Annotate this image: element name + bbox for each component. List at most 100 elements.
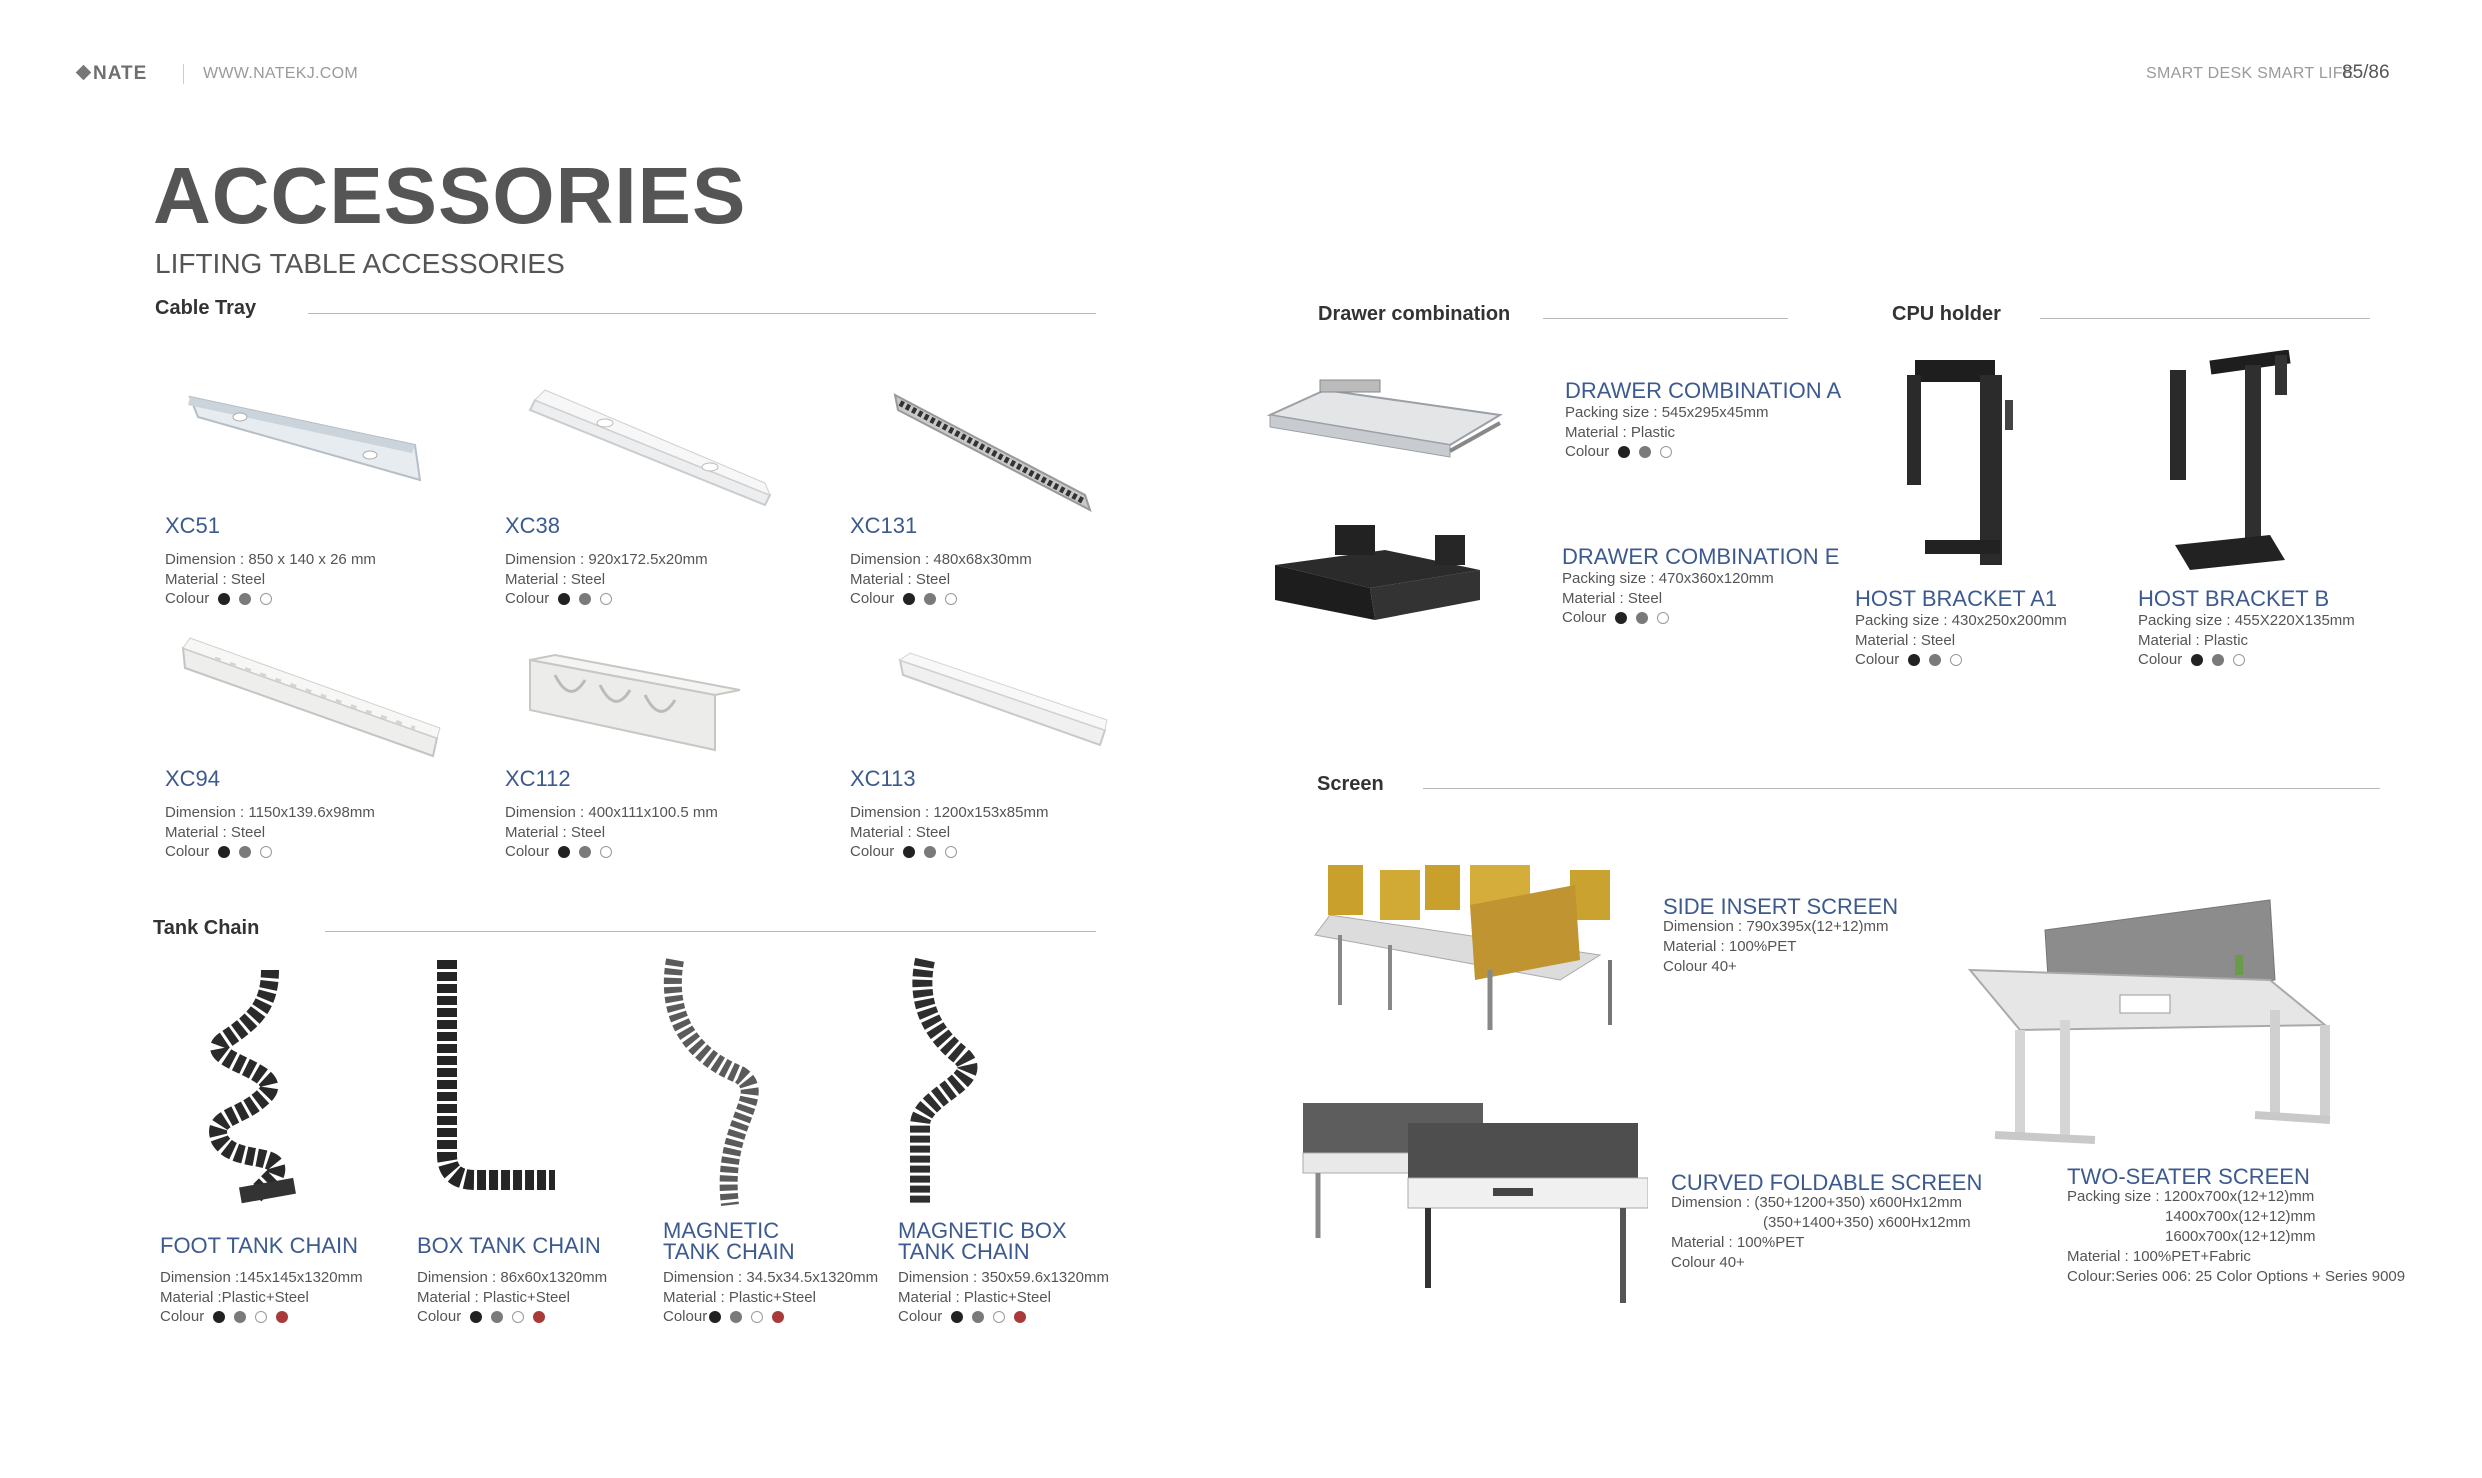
product-dimension-alt: (350+1400+350) x600Hx12mm — [1763, 1214, 1971, 1231]
product-packing: Packing size : 545x295x45mm — [1565, 404, 1769, 421]
product-name-line2: TANK CHAIN — [898, 1239, 1030, 1264]
colour-row: Colour — [1562, 609, 1839, 626]
swatch-grey — [239, 846, 252, 859]
swatch-black — [558, 593, 571, 606]
section-screen: Screen — [1317, 773, 1384, 795]
product-image-magnetic-box-tank-chain — [910, 957, 978, 1205]
swatch-grey — [924, 593, 937, 606]
section-cable-tray: Cable Tray — [155, 297, 257, 319]
swatch-white — [600, 846, 613, 859]
section-drawer: Drawer combination — [1318, 303, 1511, 325]
product-card: SIDE INSERT SCREEN Dimension : 790x395x(… — [1663, 896, 1898, 977]
product-name: XC131 — [850, 513, 918, 538]
colour-label: Colour — [165, 590, 210, 607]
swatch-black — [470, 1311, 483, 1324]
product-name: XC112 — [505, 766, 571, 791]
swatch-black — [903, 846, 916, 859]
swatch-black — [558, 846, 571, 859]
swatch-white — [600, 593, 613, 606]
swatch-white — [945, 593, 958, 606]
header-divider — [183, 64, 184, 84]
product-card: BOX TANK CHAIN Dimension : 86x60x1320mm … — [417, 1235, 608, 1326]
product-name: SIDE INSERT SCREEN — [1663, 894, 1899, 919]
swatch-black — [2191, 654, 2204, 667]
colour-row: Colour — [1565, 443, 1841, 460]
swatch-black — [1618, 446, 1631, 459]
swatch-red — [1014, 1311, 1027, 1324]
product-dimension: Dimension : 1150x139.6x98mm — [165, 804, 375, 821]
product-packing: Packing size : 430x250x200mm — [1855, 612, 2067, 629]
product-material: Material : Plastic+Steel — [663, 1289, 816, 1306]
colour-row: Colour — [1855, 651, 2067, 668]
logo-diamond-icon — [75, 64, 92, 81]
product-card: XC113 Dimension : 1200x153x85mm Material… — [850, 768, 1049, 861]
colour-label: Colour — [165, 843, 210, 860]
swatch-grey — [234, 1311, 247, 1324]
product-card: TWO-SEATER SCREEN Packing size : 1200x70… — [2067, 1166, 2405, 1287]
swatch-white — [993, 1311, 1006, 1324]
product-material: Material : Steel — [165, 571, 266, 588]
product-image-magnetic-tank-chain — [663, 958, 759, 1207]
product-material: Material : Plastic+Steel — [417, 1289, 570, 1306]
product-name: DRAWER COMBINATION E — [1562, 544, 1840, 569]
colour-label: Colour — [417, 1308, 462, 1325]
swatch-white — [945, 846, 958, 859]
product-name: TWO-SEATER SCREEN — [2067, 1164, 2310, 1189]
swatch-white — [751, 1311, 764, 1324]
product-dimension: Dimension : 790x395x(12+12)mm — [1663, 918, 1889, 935]
section-rule — [308, 313, 1096, 314]
colour-label: Colour — [2138, 651, 2183, 668]
product-image-drawer-e — [1275, 525, 1480, 620]
product-material: Material : 100%PET+Fabric — [2067, 1248, 2251, 1265]
swatch-white — [2233, 654, 2246, 667]
colour-row: Colour — [505, 843, 718, 860]
colour-row: Colour — [850, 590, 1032, 607]
product-material: Material : Steel — [505, 824, 606, 841]
product-material: Material : Steel — [850, 571, 951, 588]
product-card: HOST BRACKET A1 Packing size : 430x250x2… — [1855, 588, 2067, 669]
colour-label: Colour — [160, 1308, 205, 1325]
swatch-white — [255, 1311, 268, 1324]
swatch-grey — [1639, 446, 1652, 459]
section-rule — [325, 931, 1096, 932]
product-dimension: Dimension :145x145x1320mm — [160, 1269, 363, 1286]
website-url: WWW.NATEKJ.COM — [203, 65, 358, 82]
product-image-host-bracket-b — [2170, 350, 2291, 570]
section-rule — [1423, 788, 2380, 789]
product-card: DRAWER COMBINATION A Packing size : 545x… — [1565, 380, 1841, 461]
product-card: MAGNETIC TANK CHAIN Dimension : 34.5x34.… — [663, 1218, 878, 1326]
swatch-grey — [491, 1311, 504, 1324]
swatch-black — [951, 1311, 964, 1324]
swatch-black — [218, 593, 231, 606]
product-name-line1: MAGNETIC — [663, 1218, 780, 1243]
product-image-xc38 — [528, 389, 772, 507]
product-dimension: Dimension : 350x59.6x1320mm — [898, 1269, 1109, 1286]
product-card: MAGNETIC BOX TANK CHAIN Dimension : 350x… — [898, 1220, 1109, 1326]
product-material: Material : Plastic — [1565, 424, 1676, 441]
product-image-xc112 — [529, 653, 741, 752]
swatch-black — [1908, 654, 1921, 667]
colour-row: Colour — [663, 1308, 878, 1325]
product-dimension: Dimension : 86x60x1320mm — [417, 1269, 608, 1286]
swatch-black — [903, 593, 916, 606]
product-dimension: Dimension : 920x172.5x20mm — [505, 551, 708, 568]
product-material: Material : 100%PET — [1663, 938, 1797, 955]
product-image-side-insert-screen — [1314, 865, 1612, 1030]
swatch-red — [276, 1311, 289, 1324]
product-colour: Colour:Series 006: 25 Color Options + Se… — [2067, 1268, 2406, 1285]
product-name: CURVED FOLDABLE SCREEN — [1671, 1170, 1983, 1195]
colour-row: Colour — [898, 1308, 1109, 1325]
swatch-grey — [1929, 654, 1942, 667]
product-card: XC51 Dimension : 850 x 140 x 26 mm Mater… — [165, 515, 376, 608]
product-dimension: Dimension : 1200x153x85mm — [850, 804, 1049, 821]
product-image-two-seater-screen — [1967, 899, 2331, 1144]
colour-label: Colour — [505, 590, 550, 607]
product-image-foot-tank-chain — [209, 969, 296, 1204]
product-name-line2: TANK CHAIN — [663, 1239, 795, 1264]
product-material: Material : 100%PET — [1671, 1234, 1805, 1251]
swatch-white — [1660, 446, 1673, 459]
product-card: XC94 Dimension : 1150x139.6x98mm Materia… — [165, 768, 375, 861]
product-card: DRAWER COMBINATION E Packing size : 470x… — [1562, 544, 1840, 627]
product-material: Material : Steel — [165, 824, 266, 841]
colour-label: Colour — [850, 590, 895, 607]
